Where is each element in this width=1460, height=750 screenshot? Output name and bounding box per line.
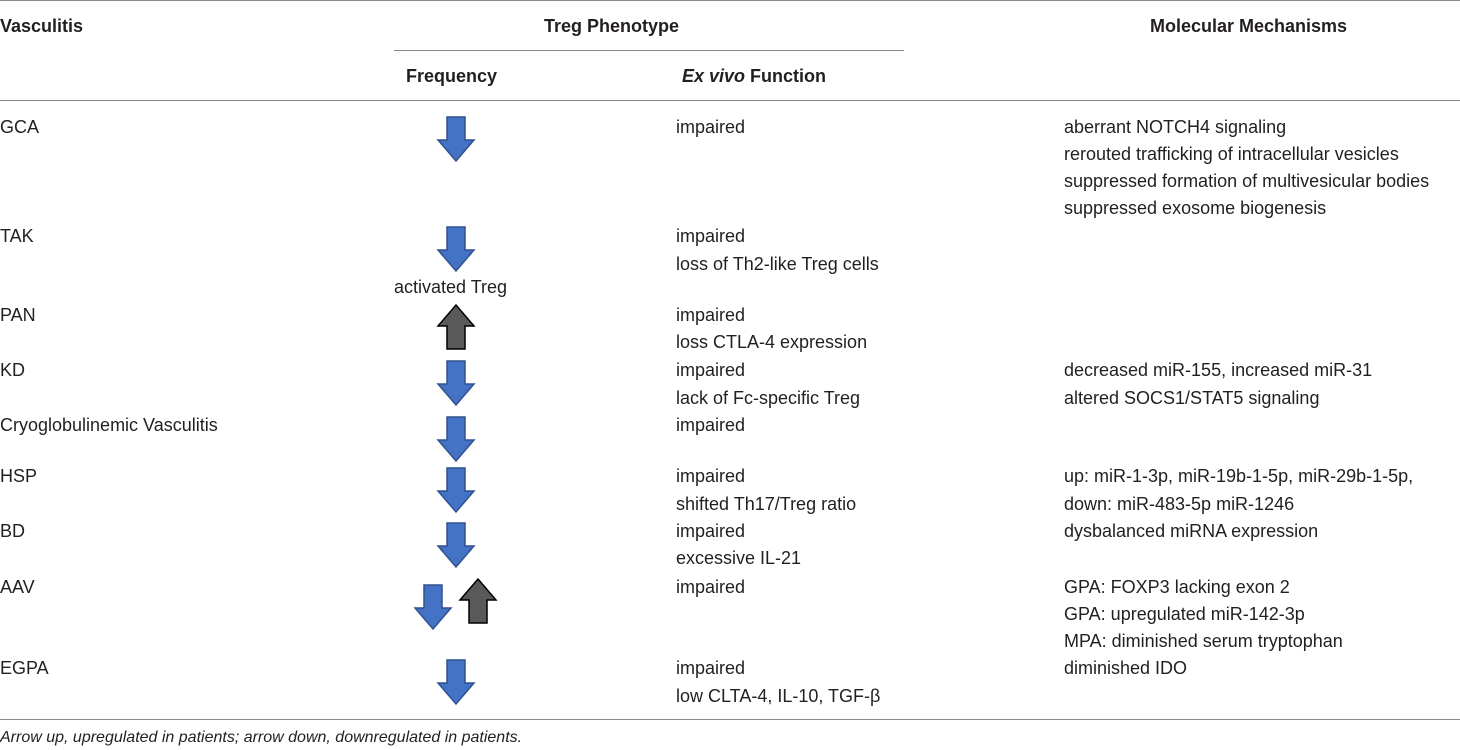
function-line: impaired <box>676 226 746 246</box>
header-function-rest: Function <box>745 66 827 86</box>
function-line: excessive IL-21 <box>676 548 802 568</box>
vasculitis-name: KD <box>0 360 26 380</box>
mechanism-line: down: miR-483-5p miR-1246 <box>1064 494 1295 514</box>
arrow-down-icon <box>436 360 476 407</box>
mechanism-line: GPA: upregulated miR-142-3p <box>1064 604 1305 624</box>
mechanism-line: up: miR-1-3p, miR-19b-1-5p, miR-29b-1-5p… <box>1064 466 1414 486</box>
vasculitis-name: HSP <box>0 466 38 486</box>
function-line: impaired <box>676 305 746 325</box>
function-line: impaired <box>676 360 746 380</box>
function-line: loss CTLA-4 expression <box>676 332 868 352</box>
function-line: low CLTA-4, IL-10, TGF-β <box>676 686 881 706</box>
arrow-down-icon <box>436 522 476 569</box>
function-line: impaired <box>676 117 746 137</box>
vasculitis-name: BD <box>0 521 26 541</box>
header-function: Ex vivo Function <box>682 66 826 87</box>
header-treg-phenotype: Treg Phenotype <box>544 16 680 36</box>
arrow-up-icon <box>436 303 476 350</box>
header-bottom-rule <box>0 100 1460 101</box>
function-line: impaired <box>676 658 746 678</box>
header-function-italic: Ex vivo <box>682 66 746 86</box>
table-bottom-rule <box>0 719 1460 720</box>
arrow-down-icon <box>436 659 476 706</box>
function-line: shifted Th17/Treg ratio <box>676 494 857 514</box>
table-top-rule <box>0 0 1460 1</box>
arrow-down-icon <box>436 467 476 514</box>
function-line: impaired <box>676 415 746 435</box>
function-line: lack of Fc-specific Treg <box>676 388 861 408</box>
mechanism-line: aberrant NOTCH4 signaling <box>1064 117 1287 137</box>
vasculitis-name: EGPA <box>0 658 49 678</box>
header-frequency: Frequency <box>406 66 498 86</box>
arrow-down-icon <box>436 226 476 273</box>
mechanism-line: suppressed exosome biogenesis <box>1064 198 1327 218</box>
arrow-down-icon <box>413 584 453 631</box>
function-line: impaired <box>676 521 746 541</box>
vasculitis-name: AAV <box>0 577 35 597</box>
header-molecular-mechanisms: Molecular Mechanisms <box>1150 16 1348 36</box>
mechanism-line: diminished IDO <box>1064 658 1188 678</box>
vasculitis-name: TAK <box>0 226 34 246</box>
function-line: loss of Th2-like Treg cells <box>676 254 879 274</box>
mechanism-line: altered SOCS1/STAT5 signaling <box>1064 388 1320 408</box>
arrow-down-icon <box>436 416 476 463</box>
mechanism-line: rerouted trafficking of intracellular ve… <box>1064 144 1399 164</box>
treg-phenotype-rule <box>394 50 904 51</box>
mechanism-line: MPA: diminished serum tryptophan <box>1064 631 1343 651</box>
mechanism-line: suppressed formation of multivesicular b… <box>1064 171 1430 191</box>
mechanism-line: decreased miR-155, increased miR-31 <box>1064 360 1373 380</box>
vasculitis-name: Cryoglobulinemic Vasculitis <box>0 415 218 435</box>
arrow-up-icon <box>458 577 498 624</box>
mechanism-line: GPA: FOXP3 lacking exon 2 <box>1064 577 1290 597</box>
function-line: impaired <box>676 577 746 597</box>
header-vasculitis: Vasculitis <box>0 16 84 36</box>
function-line: impaired <box>676 466 746 486</box>
arrow-down-icon <box>436 116 476 163</box>
table-footnote: Arrow up, upregulated in patients; arrow… <box>0 729 523 746</box>
mechanism-line: dysbalanced miRNA expression <box>1064 521 1319 541</box>
vasculitis-name: GCA <box>0 117 40 137</box>
vasculitis-name: PAN <box>0 305 36 325</box>
frequency-note: activated Treg <box>394 277 508 297</box>
